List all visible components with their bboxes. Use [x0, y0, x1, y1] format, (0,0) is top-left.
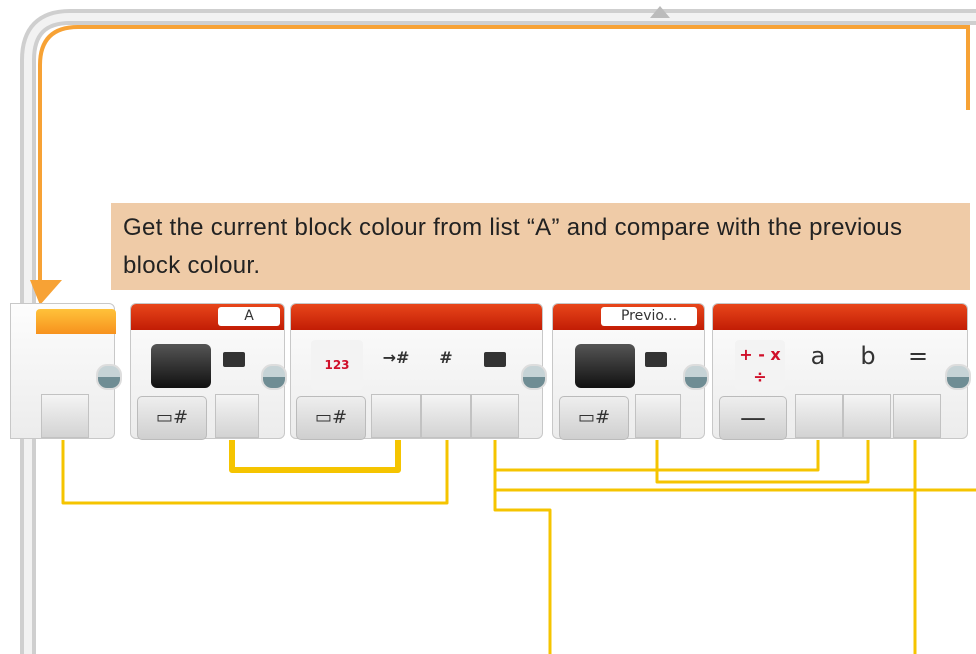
array-input-icon: →# — [382, 348, 410, 367]
index-input[interactable] — [421, 394, 471, 438]
value-output[interactable] — [471, 394, 519, 438]
suitcase-icon — [151, 344, 211, 388]
index-input-icon: # — [439, 348, 453, 367]
wire-previous-b — [655, 440, 870, 484]
wire-element-down — [493, 490, 552, 654]
output-label: = — [907, 342, 929, 370]
callout-comment: Get the current block colour from list “… — [111, 203, 970, 290]
math-icon: + - x ÷ — [735, 340, 785, 390]
mode-selector[interactable]: ▭# — [559, 396, 629, 440]
block-header — [713, 304, 967, 330]
mode-selector[interactable]: ▭# — [296, 396, 366, 440]
sequence-plug[interactable] — [683, 364, 709, 390]
input-a-label: a — [810, 342, 826, 370]
input-b-label: b — [860, 342, 876, 370]
variable-name[interactable]: A — [218, 307, 280, 326]
input-a[interactable] — [795, 394, 843, 438]
variable-name[interactable]: Previo... — [601, 307, 697, 326]
input-b[interactable] — [843, 394, 891, 438]
result-output[interactable] — [893, 394, 941, 438]
loop-index-output[interactable] — [41, 394, 89, 438]
mode-selector[interactable]: ▭# — [137, 396, 207, 440]
sequence-plug[interactable] — [945, 364, 971, 390]
array-123-icon: 123 — [311, 340, 363, 390]
suitcase-small-icon — [484, 352, 506, 367]
sequence-plug[interactable] — [521, 364, 547, 390]
loop-arrow-icon — [650, 6, 670, 18]
value-output[interactable] — [215, 394, 259, 438]
wire-loop-index — [61, 440, 449, 505]
sequence-plug[interactable] — [96, 364, 122, 390]
loop-entry-arrow-icon — [30, 280, 62, 305]
sequence-plug[interactable] — [261, 364, 287, 390]
value-output[interactable] — [635, 394, 681, 438]
wire-array — [229, 440, 401, 473]
variable-block-previous[interactable]: Previo... ▭# — [552, 303, 709, 440]
math-block[interactable]: + - x ÷ a b = — — [712, 303, 971, 440]
block-header — [291, 304, 542, 330]
loop-block[interactable] — [10, 303, 122, 439]
loop-sequence-wire — [38, 25, 970, 300]
suitcase-small-icon — [223, 352, 245, 367]
wire-element-a — [495, 440, 820, 472]
variable-block-a[interactable]: A ▭# — [130, 303, 287, 440]
mode-selector[interactable]: — — [719, 396, 787, 440]
array-operations-block[interactable]: 123 →# # ▭# — [290, 303, 547, 440]
suitcase-icon — [575, 344, 635, 388]
loop-header — [36, 309, 116, 334]
array-input[interactable] — [371, 394, 421, 438]
suitcase-small-icon — [645, 352, 667, 367]
